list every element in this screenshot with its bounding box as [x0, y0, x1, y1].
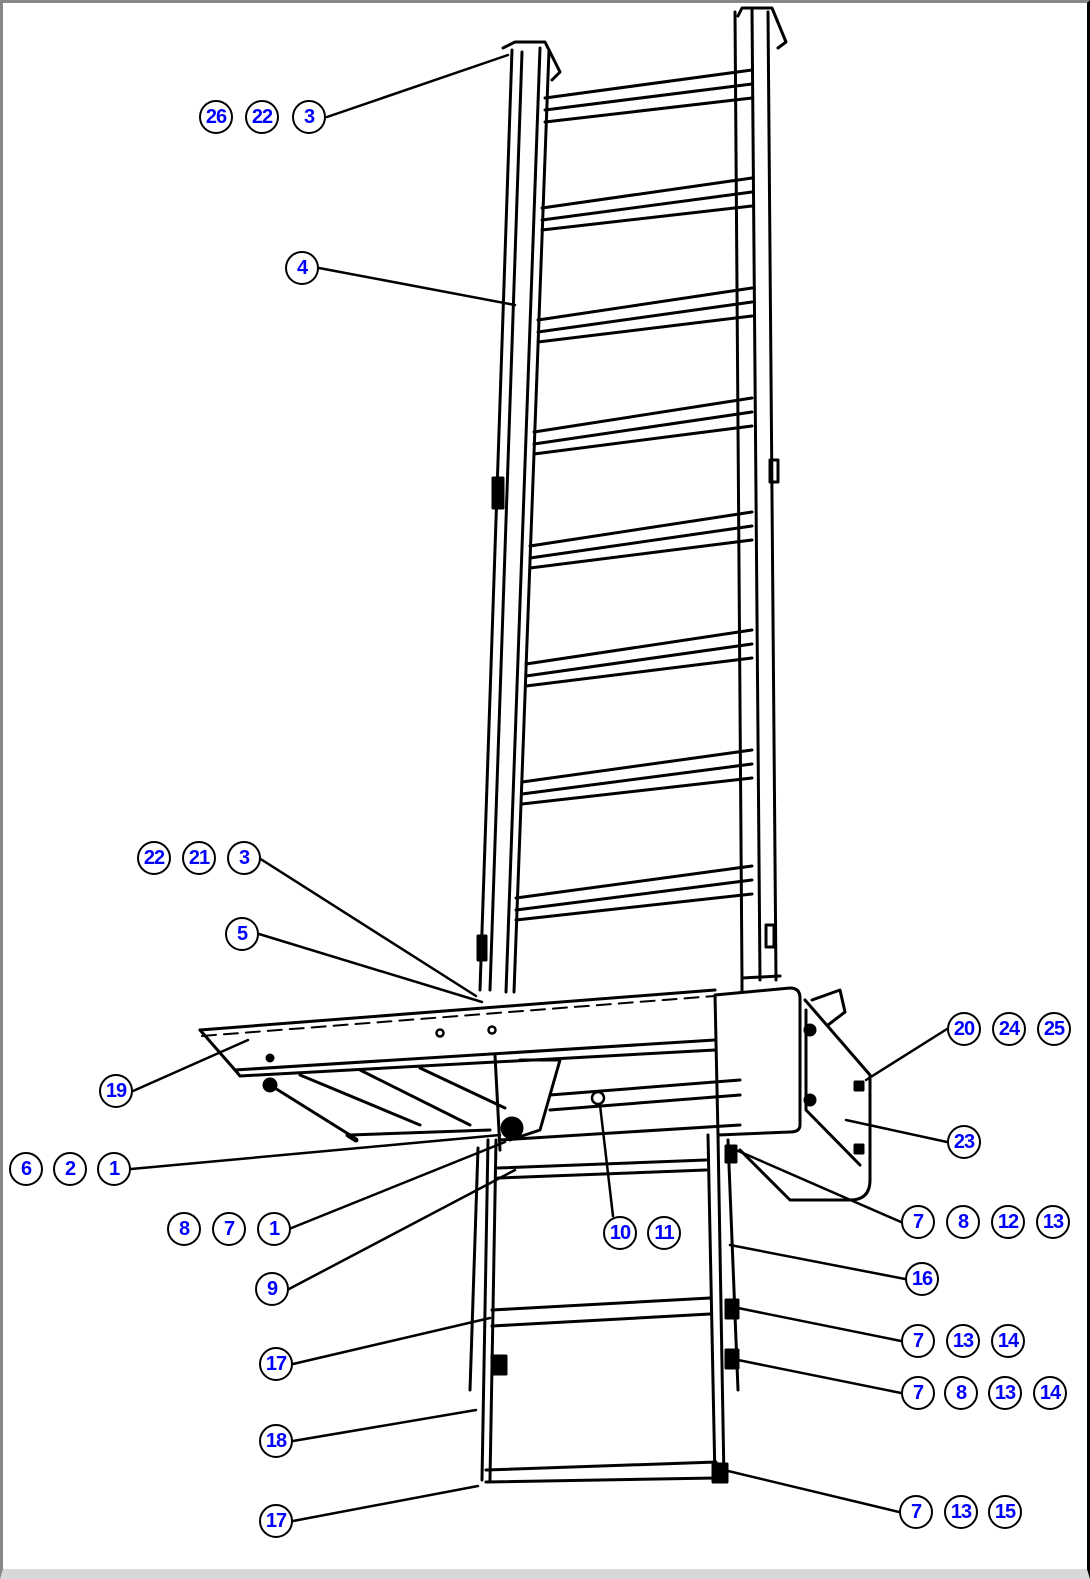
- leader-lines: [129, 53, 949, 1523]
- callout-balloon: 21: [182, 841, 216, 875]
- callout-balloon: 8: [944, 1376, 978, 1410]
- callout-balloon: 13: [1036, 1205, 1070, 1239]
- callout-balloon: 22: [245, 100, 279, 134]
- callout-balloon: 8: [946, 1205, 980, 1239]
- callout-balloon: 26: [199, 100, 233, 134]
- callout-balloon: 6: [9, 1152, 43, 1186]
- callout-balloon: 7: [901, 1205, 935, 1239]
- callout-balloon: 14: [991, 1324, 1025, 1358]
- callout-balloon: 15: [988, 1495, 1022, 1529]
- callout-balloon: 3: [227, 841, 261, 875]
- callout-balloon: 17: [259, 1347, 293, 1381]
- callout-balloon: 3: [292, 100, 326, 134]
- callout-balloon: 7: [212, 1212, 246, 1246]
- callout-balloon: 1: [97, 1152, 131, 1186]
- callout-balloon: 13: [988, 1376, 1022, 1410]
- callout-balloon: 11: [647, 1216, 681, 1250]
- callout-balloon: 4: [285, 251, 319, 285]
- upper-ladder: [476, 6, 788, 994]
- callout-balloon: 12: [991, 1205, 1025, 1239]
- callout-balloon: 7: [899, 1495, 933, 1529]
- callout-balloon: 2: [53, 1152, 87, 1186]
- callout-balloon: 13: [946, 1324, 980, 1358]
- callout-balloon: 5: [225, 917, 259, 951]
- callout-balloon: 9: [255, 1272, 289, 1306]
- callout-balloon: 25: [1037, 1012, 1071, 1046]
- callout-balloon: 19: [99, 1074, 133, 1108]
- callout-balloon: 17: [259, 1504, 293, 1538]
- callout-balloon: 1: [257, 1212, 291, 1246]
- callout-balloon: 10: [603, 1216, 637, 1250]
- callout-balloon: 24: [992, 1012, 1026, 1046]
- callout-balloon: 23: [947, 1125, 981, 1159]
- callout-balloon: 22: [137, 841, 171, 875]
- lower-ladder: [468, 1133, 740, 1484]
- callout-balloon: 18: [259, 1424, 293, 1458]
- callout-balloon: 7: [901, 1324, 935, 1358]
- callout-balloon: 7: [901, 1376, 935, 1410]
- callout-balloon: 20: [947, 1012, 981, 1046]
- callout-balloon: 13: [944, 1495, 978, 1529]
- platform: [198, 988, 742, 1152]
- callout-balloon: 16: [905, 1262, 939, 1296]
- callout-balloon: 8: [167, 1212, 201, 1246]
- side-gate: [713, 974, 872, 1202]
- callout-balloon: 14: [1033, 1376, 1067, 1410]
